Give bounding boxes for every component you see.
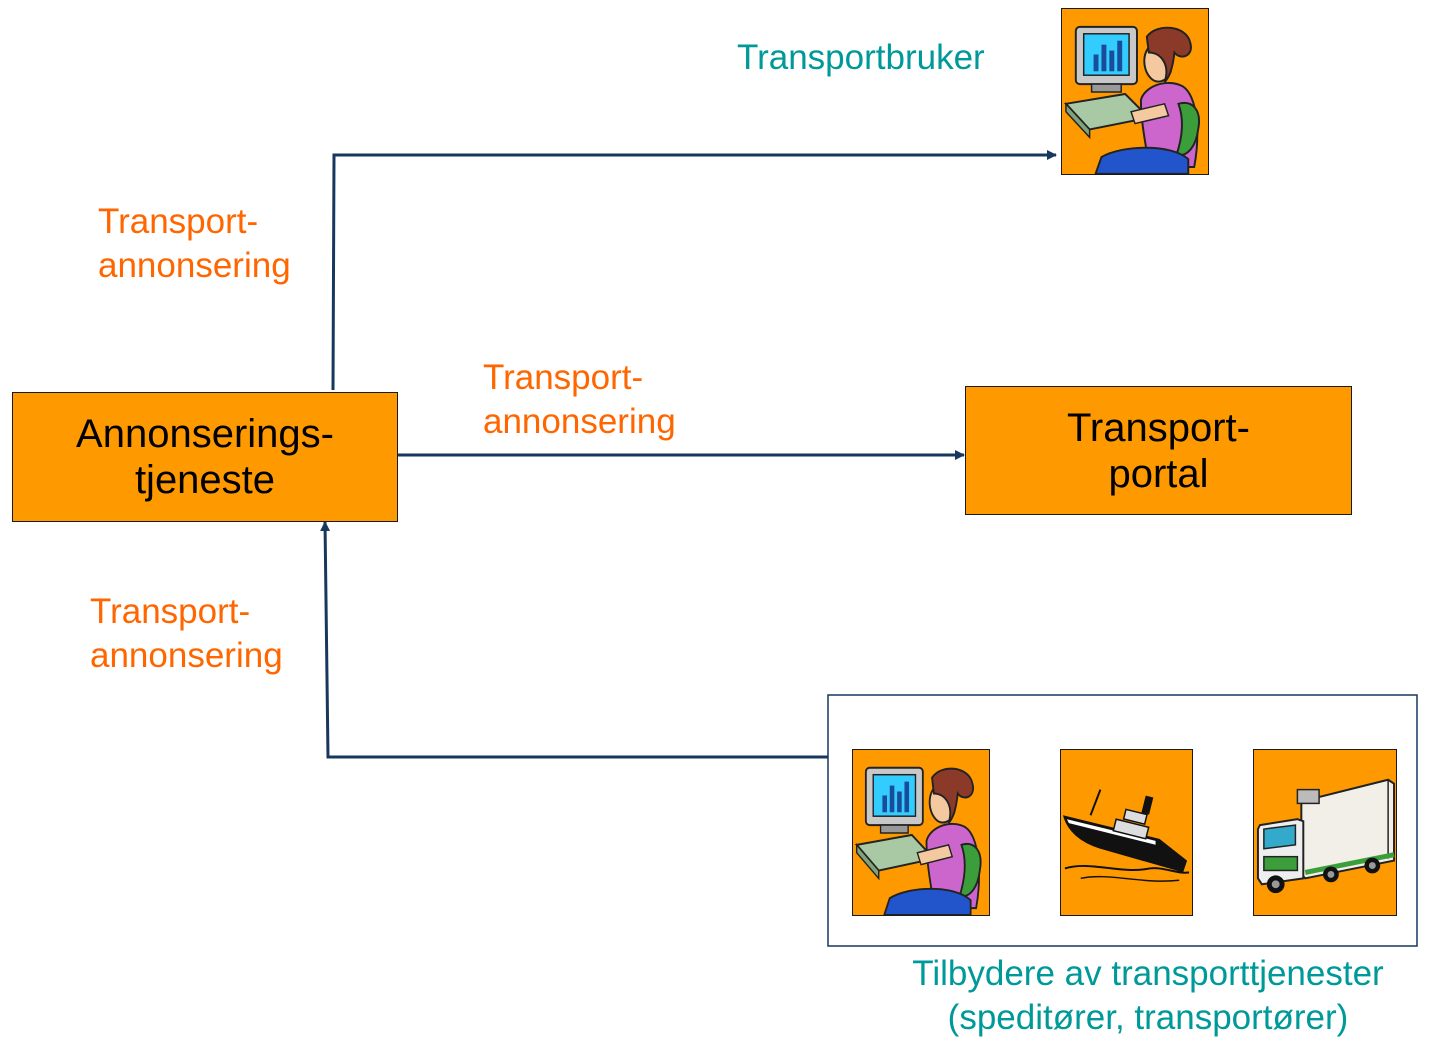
providers-label: Tilbydere av transporttjenester (speditø… <box>858 952 1438 1040</box>
providers-label-line2: (speditører, transportører) <box>947 998 1349 1037</box>
edge-label-line1: Transport- <box>98 202 259 241</box>
arrow-providers-to-service <box>320 521 828 759</box>
providers-label-line1: Tilbydere av transporttjenester <box>912 954 1384 993</box>
arrow-service-to-user <box>331 150 1057 391</box>
edge-label-from-providers: Transport- annonsering <box>90 590 283 678</box>
woman-at-computer-icon <box>1061 8 1209 175</box>
service-label-line2: tjeneste <box>134 458 276 502</box>
portal-label-line2: portal <box>1108 451 1209 496</box>
woman-at-computer-icon <box>852 749 990 916</box>
edge-label-line2: annonsering <box>98 246 291 285</box>
delivery-truck-icon <box>1253 749 1397 916</box>
edge-label-line1: Transport- <box>483 358 644 397</box>
edge-label-line1: Transport- <box>90 592 251 631</box>
cargo-ship-icon <box>1060 749 1193 916</box>
edge-label-line2: annonsering <box>483 402 676 441</box>
edge-label-to-portal: Transport- annonsering <box>483 356 676 444</box>
edge-label-line2: annonsering <box>90 636 283 675</box>
annonseringstjeneste-box: Annonserings- tjeneste <box>12 392 398 522</box>
transportbruker-label: Transportbruker <box>737 38 985 77</box>
edge-label-to-user: Transport- annonsering <box>98 200 291 288</box>
portal-label-line1: Transport- <box>1066 405 1250 450</box>
transportportal-box: Transport- portal <box>965 386 1352 515</box>
service-label-line1: Annonserings- <box>76 412 334 456</box>
providers-frame <box>827 694 1418 947</box>
